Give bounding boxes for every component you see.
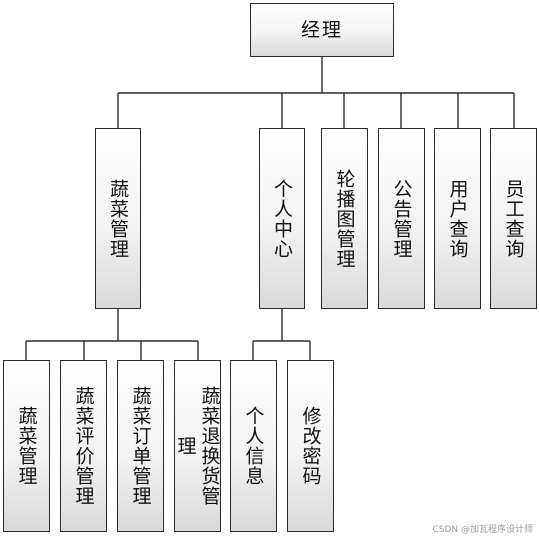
- node-label: 轮播图管理: [333, 168, 356, 269]
- node-label: 经理: [300, 19, 343, 41]
- node-label: 用户查询: [446, 178, 469, 259]
- node-vegetable-order-management: 蔬菜订单管理: [117, 360, 164, 532]
- node-carousel-management: 轮播图管理: [321, 128, 368, 309]
- node-user-query: 用户查询: [434, 128, 481, 309]
- node-vegetable-management-sub: 蔬菜管理: [3, 360, 50, 532]
- node-label: 蔬菜管理: [107, 178, 129, 259]
- node-vegetable-return-management: 蔬菜退换货管理: [174, 360, 221, 532]
- node-label: 公告管理: [390, 178, 413, 259]
- node-vegetable-management: 蔬菜管理: [95, 128, 141, 309]
- watermark-text: CSDN @加瓦程序设计师: [432, 525, 533, 535]
- node-change-password: 修改密码: [287, 360, 334, 532]
- node-label: 蔬菜管理: [15, 406, 38, 486]
- node-label: 修改密码: [299, 406, 322, 486]
- node-label: 蔬菜订单管理: [129, 386, 152, 506]
- node-label: 个人信息: [242, 406, 265, 486]
- node-label: 个人中心: [271, 178, 293, 259]
- node-root: 经理: [250, 3, 394, 57]
- node-personal-info: 个人信息: [230, 360, 277, 532]
- node-label: 蔬菜评价管理: [72, 386, 95, 506]
- node-staff-query: 员工查询: [490, 128, 537, 309]
- node-personal-center: 个人中心: [259, 128, 305, 309]
- node-label: 蔬菜退换货管理: [174, 386, 221, 506]
- node-notice-management: 公告管理: [378, 128, 425, 309]
- node-vegetable-review-management: 蔬菜评价管理: [60, 360, 107, 532]
- node-label: 员工查询: [502, 178, 525, 259]
